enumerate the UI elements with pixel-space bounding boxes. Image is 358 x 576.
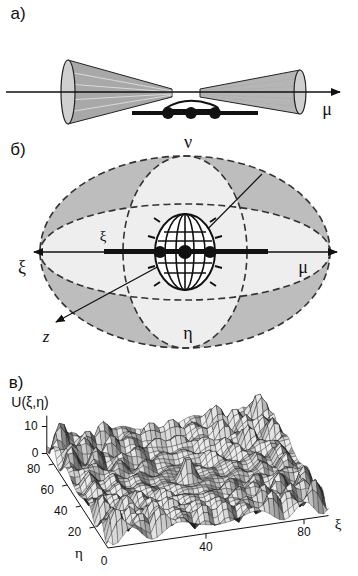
surface-cell — [234, 517, 240, 522]
surface-cell — [126, 433, 132, 437]
engine — [209, 107, 221, 119]
surface-mesh — [47, 394, 329, 545]
surface-cell — [225, 454, 231, 460]
panel-b-illustration — [34, 156, 337, 348]
surface-cell — [244, 509, 250, 515]
panel-a-illustration — [6, 60, 340, 124]
surface-cell — [69, 470, 75, 477]
aircraft-globe — [104, 214, 268, 290]
surface-cell — [52, 440, 58, 448]
surface-cell — [190, 523, 196, 529]
plot-axes — [42, 416, 329, 548]
surface-cell — [269, 424, 275, 444]
surface-cell — [64, 462, 70, 468]
surface-cell — [219, 519, 225, 524]
surface-cell — [167, 447, 173, 454]
surface-cell — [235, 486, 241, 489]
surface-plot — [42, 394, 329, 548]
surface-cell — [102, 444, 108, 453]
engine — [185, 107, 197, 119]
surface-cell — [308, 489, 314, 508]
engine — [162, 107, 174, 119]
surface-cell — [81, 495, 87, 499]
surface-cell — [110, 486, 116, 495]
axis-line — [6, 91, 340, 92]
